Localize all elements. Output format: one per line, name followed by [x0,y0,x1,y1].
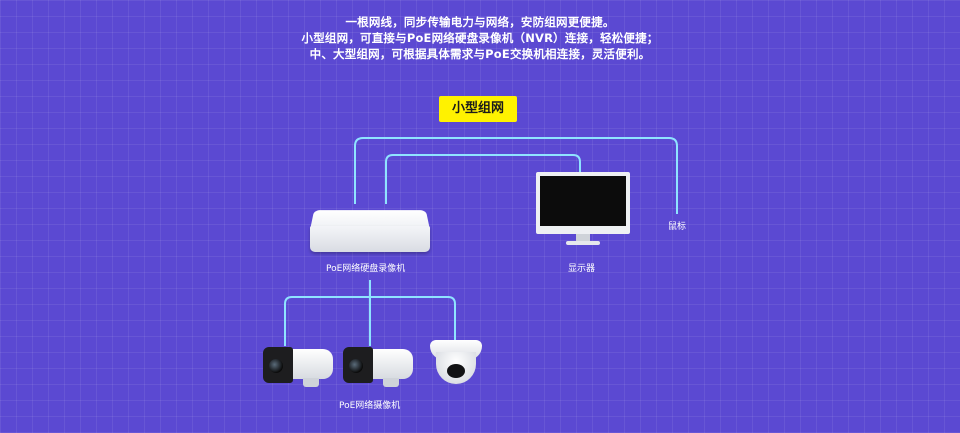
nvr-icon [310,204,430,252]
wire-camera-bus [292,296,456,342]
intro-text: 一根网线，同步传输电力与网络，安防组网更便捷。 小型组网，可直接与PoE网络硬盘… [0,14,960,62]
dome-camera-icon [430,340,482,386]
wire-nvr-to-monitor [385,154,581,204]
bullet-camera-icon [263,345,333,389]
camera-label: PoE网络摄像机 [339,401,401,411]
intro-line-3: 中、大型组网，可根据具体需求与PoE交换机相连接，灵活便利。 [309,47,651,61]
mouse-label: 鼠标 [668,222,687,232]
small-network-badge: 小型组网 [439,96,517,122]
intro-line-1: 一根网线，同步传输电力与网络，安防组网更便捷。 [345,15,615,29]
bullet-camera-icon [343,345,413,389]
wire-nvr-to-mouse [354,137,678,214]
wire-to-camera-1 [284,296,293,346]
monitor-label: 显示器 [568,264,596,274]
nvr-label: PoE网络硬盘录像机 [326,264,406,274]
intro-line-2: 小型组网，可直接与PoE网络硬盘录像机（NVR）连接，轻松便捷； [301,31,659,45]
monitor-icon [536,172,630,248]
